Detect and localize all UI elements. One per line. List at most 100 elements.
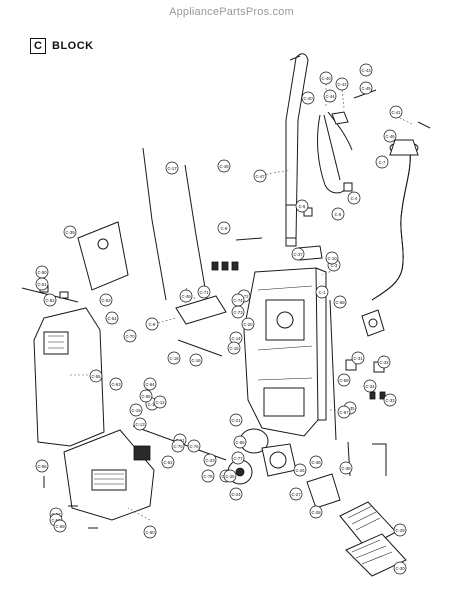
callout-bubble [375, 155, 389, 169]
callout-c38: C-27 [289, 487, 303, 501]
callout-label: C-12 [155, 400, 165, 405]
callout-label: C-26 [295, 468, 305, 473]
callout-bubble [359, 81, 373, 95]
callout-bubble [165, 161, 179, 175]
callout-bubble [227, 341, 241, 355]
callout-c54: C-54 [105, 311, 119, 325]
callout-bubble [231, 293, 245, 307]
callout-bubble [187, 439, 201, 453]
callout-bubble [289, 487, 303, 501]
callout-bubble [171, 439, 185, 453]
callout-c73: C-73 [231, 305, 245, 319]
callout-c64: C-64 [143, 377, 157, 391]
block-heading: C BLOCK [30, 38, 94, 54]
callout-bubble [145, 317, 159, 331]
callout-label: C-29 [395, 528, 405, 533]
callout-c17: C-4 [347, 191, 361, 205]
callout-c32: C-21 [229, 413, 243, 427]
callout-bubble [337, 405, 351, 419]
callout-c42: C-31 [351, 351, 365, 365]
callout-bubble [309, 505, 323, 519]
callout-label: C-27 [291, 492, 301, 497]
nozzle-housing [63, 429, 155, 521]
callout-bubble [133, 417, 147, 431]
callout-label: C-74 [233, 298, 243, 303]
callout-label: C-13 [135, 422, 145, 427]
callout-label: C-39 [65, 230, 75, 235]
callout-c2: C-42 [335, 77, 349, 91]
callout-c51: C-51 [35, 277, 49, 291]
callout-c29: C-16 [189, 353, 203, 367]
side-trims [142, 147, 209, 306]
callout-c77: C-77 [231, 451, 245, 465]
callout-bubble [233, 435, 247, 449]
callout-bubble [43, 293, 57, 307]
callout-c48: C-37 [291, 247, 305, 261]
callout-c7: C-46 [383, 129, 397, 143]
callout-bubble [319, 71, 333, 85]
callout-label: C-54 [107, 316, 117, 321]
screws [43, 476, 98, 529]
callout-bubble [331, 207, 345, 221]
callout-label: C-6 [335, 212, 342, 217]
callout-label: C-15 [229, 346, 239, 351]
callout-label: C-9 [221, 226, 228, 231]
block-letter: C [30, 38, 46, 54]
callout-label: C-25 [225, 474, 235, 479]
callout-bubble [217, 221, 231, 235]
callout-label: C-72 [239, 294, 249, 299]
callout-bubble [293, 463, 307, 477]
callout-label: C-21 [231, 418, 241, 423]
callout-label: C-19 [131, 408, 141, 413]
callout-bubble [35, 459, 49, 473]
callout-label: C-20 [243, 322, 253, 327]
callout-bubble [383, 393, 397, 407]
hardware-cluster [21, 89, 431, 357]
callout-bubble [161, 455, 175, 469]
callout-c18: C-5 [295, 199, 309, 213]
callout-bubble [143, 525, 157, 539]
callout-label: C-68 [335, 300, 345, 305]
callout-label: C-4 [351, 196, 358, 201]
callout-c15: C-1 [315, 285, 329, 299]
callout-bubble [337, 373, 351, 387]
bag-door [33, 307, 105, 447]
callout-bubble [383, 129, 397, 143]
callout-c39: C-28 [309, 505, 323, 519]
filters [306, 473, 407, 577]
callout-c40: C-29 [393, 523, 407, 537]
callout-label: C-45 [361, 86, 371, 91]
callout-bubble [377, 355, 391, 369]
callout-c35: C-24 [229, 487, 243, 501]
callout-bubble [301, 91, 315, 105]
callout-label: C-24 [231, 492, 241, 497]
callout-bubble [231, 451, 245, 465]
callout-label: C-10 [327, 256, 337, 261]
handle-tube [285, 53, 309, 247]
main-body [243, 267, 327, 437]
callout-bubble [325, 251, 339, 265]
callout-c55: C-55 [89, 369, 103, 383]
callout-label: C-64 [145, 382, 155, 387]
callout-label: C-40 [303, 96, 313, 101]
callout-bubble [389, 105, 403, 119]
callout-bubble [139, 389, 153, 403]
callout-bubble [351, 351, 365, 365]
bag-cover [77, 221, 129, 291]
callout-c36: C-25 [223, 469, 237, 483]
callout-bubble [203, 453, 217, 467]
callout-label: C-73 [233, 310, 243, 315]
callout-c28: C-15 [227, 341, 241, 355]
callout-c34: C-23 [203, 453, 217, 467]
callout-bubble [253, 169, 267, 183]
callout-label: C-48 [219, 164, 229, 169]
callout-c27: C-14 [229, 331, 243, 345]
callout-bubble [359, 63, 373, 77]
callout-c63: C-63 [109, 377, 123, 391]
callout-label: C-43 [361, 68, 371, 73]
callout-bubble [109, 377, 123, 391]
callout-bubble [189, 353, 203, 367]
callout-label: C-50 [37, 270, 47, 275]
callout-c3: C-43 [359, 63, 373, 77]
